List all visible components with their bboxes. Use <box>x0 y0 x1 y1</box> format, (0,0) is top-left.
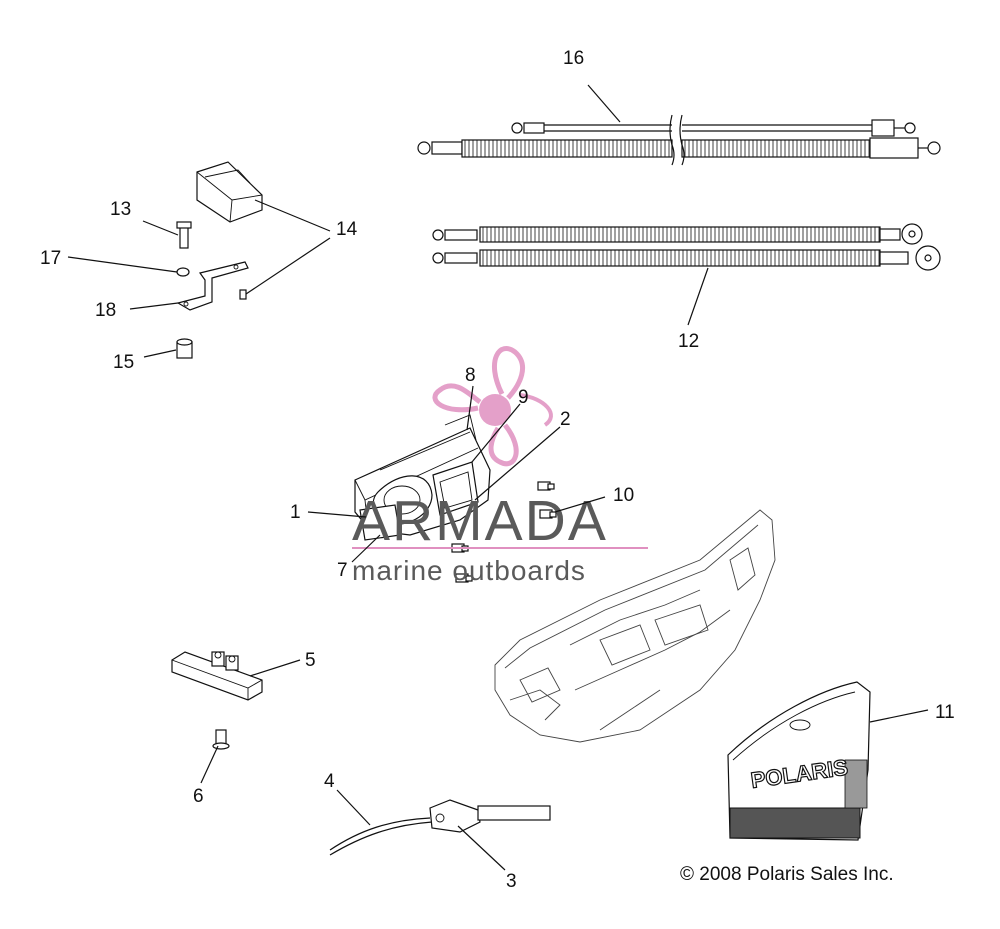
callout-7: 7 <box>337 560 348 581</box>
watermark-tagline: marine outboards <box>352 555 586 586</box>
callout-1: 1 <box>290 502 301 523</box>
callout-17: 17 <box>40 248 61 269</box>
callout-5: 5 <box>305 650 316 671</box>
leader-lines <box>67 84 929 871</box>
part-17-nut <box>176 267 190 277</box>
part-3-socket <box>429 799 551 833</box>
callout-14: 14 <box>336 219 358 240</box>
callout-3: 3 <box>506 871 517 892</box>
callout-18: 18 <box>95 300 116 321</box>
callout-9: 9 <box>518 387 529 408</box>
callout-11: 11 <box>935 702 955 723</box>
callout-10: 10 <box>613 485 634 506</box>
part-13-bolt <box>176 221 192 249</box>
part-11-nameplate: POLARIS <box>727 681 871 841</box>
part-14-screw <box>239 289 247 300</box>
part-6-screw <box>212 729 230 750</box>
callout-8: 8 <box>465 365 476 386</box>
part-14-relay <box>196 161 263 223</box>
callout-12: 12 <box>678 331 699 352</box>
callout-16: 16 <box>563 48 584 69</box>
callout-6: 6 <box>193 786 204 807</box>
callout-15: 15 <box>113 352 134 373</box>
part-16-cable <box>417 114 941 166</box>
part-5-switch <box>171 651 263 701</box>
watermark-propeller-logo <box>432 346 553 467</box>
part-12-cables <box>432 223 941 271</box>
callout-4: 4 <box>324 771 335 792</box>
part-12-corrugation <box>482 227 880 266</box>
part-15-spacer <box>176 338 193 359</box>
callout-labels: 16 12 14 13 17 18 15 8 9 2 10 1 7 5 6 4 … <box>40 48 955 892</box>
headlight-assembly <box>354 414 491 541</box>
callout-2: 2 <box>560 409 571 430</box>
part-16-corrugation <box>464 140 870 157</box>
front-fascia <box>494 509 776 743</box>
copyright-notice: © 2008 Polaris Sales Inc. <box>680 864 894 885</box>
part-18-bracket <box>176 261 249 311</box>
part-4-wire <box>329 817 433 856</box>
watermark-brand: ARMADA <box>352 489 608 553</box>
callout-13: 13 <box>110 199 131 220</box>
